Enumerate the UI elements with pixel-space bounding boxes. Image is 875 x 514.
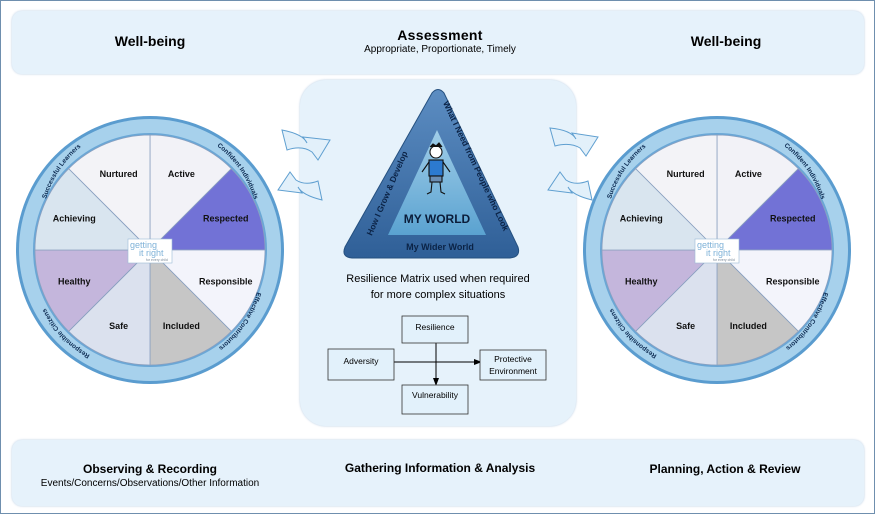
matrix-box-adversity (327, 348, 395, 381)
footer-right-title: Planning, Action & Review (649, 462, 801, 476)
matrix-box-protective-environment (479, 349, 547, 381)
wheel-left-logo-line3: for every child (146, 258, 168, 262)
matrix-vertical-arrowhead-icon (433, 378, 439, 386)
wheel-left-logo: getting it right for every child (127, 238, 173, 264)
matrix-label-protective: Protective (494, 354, 532, 364)
wheel-left-label-achieving: Achieving (53, 214, 96, 224)
matrix-horizontal-arrowhead-icon (474, 359, 482, 365)
arrow-left-lower-icon (277, 171, 323, 201)
matrix-label-environment: Environment (489, 366, 537, 376)
wheel-left-label-respected: Respected (203, 214, 249, 224)
wheel-left-label-active: Active (168, 169, 195, 179)
wheel-left-label-included: Included (163, 321, 200, 331)
triangle-center-label: MY WORLD (404, 212, 471, 226)
arrow-right-upper-icon (549, 127, 599, 157)
wheel-left-segment-nurtured (68, 134, 151, 251)
wheel-right-segment-achieving (601, 168, 718, 251)
header-center-title: Assessment (397, 27, 483, 43)
wheel-right-label-responsible: Responsible (766, 276, 820, 286)
wheel-right-segment-active (716, 134, 799, 251)
wheel-right-logo-line2: it right (706, 248, 731, 258)
footer-left-subtitle: Events/Concerns/Observations/Other Infor… (40, 478, 260, 489)
wheel-right-logo: getting it right for every child (694, 238, 740, 264)
wheel-right-label-included: Included (730, 321, 767, 331)
wheel-left-segment-included (149, 249, 232, 366)
arrow-left-upper-icon (281, 129, 331, 161)
header-right-title: Well-being (690, 33, 762, 49)
wheel-right-label-safe: Safe (676, 321, 695, 331)
wheel-right-segment-included (716, 249, 799, 366)
wheel-left-logo-line1: getting (130, 240, 157, 250)
wheel-right-label-nurtured: Nurtured (667, 169, 705, 179)
wheel-right-label-active: Active (735, 169, 762, 179)
wheel-right-label-healthy: Healthy (625, 276, 658, 286)
wheel-right-segment-nurtured (635, 134, 718, 251)
matrix-label-vulnerability: Vulnerability (412, 390, 459, 400)
wheel-left-label-healthy: Healthy (58, 276, 91, 286)
wheel-left-segment-respected (149, 168, 266, 251)
wheel-left-segment-achieving (34, 168, 151, 251)
resilience-matrix: Resilience Adversity Protective Environm… (327, 315, 547, 415)
wheel-left-logo-line2: it right (139, 248, 164, 258)
header-center-subtitle: Appropriate, Proportionate, Timely (364, 44, 516, 55)
wheel-right-segment-responsible (716, 249, 833, 332)
wheel-right-segment-healthy (601, 249, 718, 332)
resilience-caption-line1: Resilience Matrix used when required (346, 273, 530, 285)
wheel-right-segment-respected (716, 168, 833, 251)
wheel-left-label-safe: Safe (109, 321, 128, 331)
wheel-left-label-nurtured: Nurtured (100, 169, 138, 179)
arrow-right-lower-icon (547, 171, 593, 201)
matrix-label-resilience: Resilience (415, 322, 454, 332)
matrix-box-vulnerability (401, 384, 469, 415)
wheel-right-segment-safe (635, 249, 718, 366)
matrix-label-adversity: Adversity (344, 356, 380, 366)
wheel-left-segments (34, 134, 266, 366)
wheel-left-label-responsible: Responsible (199, 276, 253, 286)
wheel-right-logo-line3: for every child (713, 258, 735, 262)
header-left-title: Well-being (114, 33, 186, 49)
wheel-left-segment-active (149, 134, 232, 251)
matrix-box-resilience (401, 315, 469, 344)
triangle-bottom-edge-label: My Wider World (406, 242, 474, 252)
wheel-right-logo-line1: getting (697, 240, 724, 250)
wheel-right-label-achieving: Achieving (620, 214, 663, 224)
wheel-right-segments (601, 134, 833, 366)
footer-center-title: Gathering Information & Analysis (344, 461, 536, 475)
footer-panel (12, 440, 864, 506)
wheel-left-segment-responsible (149, 249, 266, 332)
resilience-caption-line2: for more complex situations (370, 289, 506, 301)
wheel-right-label-respected: Respected (770, 214, 816, 224)
wheel-left-segment-healthy (34, 249, 151, 332)
child-figure-icon (421, 142, 451, 195)
wheel-left-segment-safe (68, 249, 151, 366)
header-panel (12, 11, 864, 74)
footer-left-title: Observing & Recording (82, 462, 218, 476)
